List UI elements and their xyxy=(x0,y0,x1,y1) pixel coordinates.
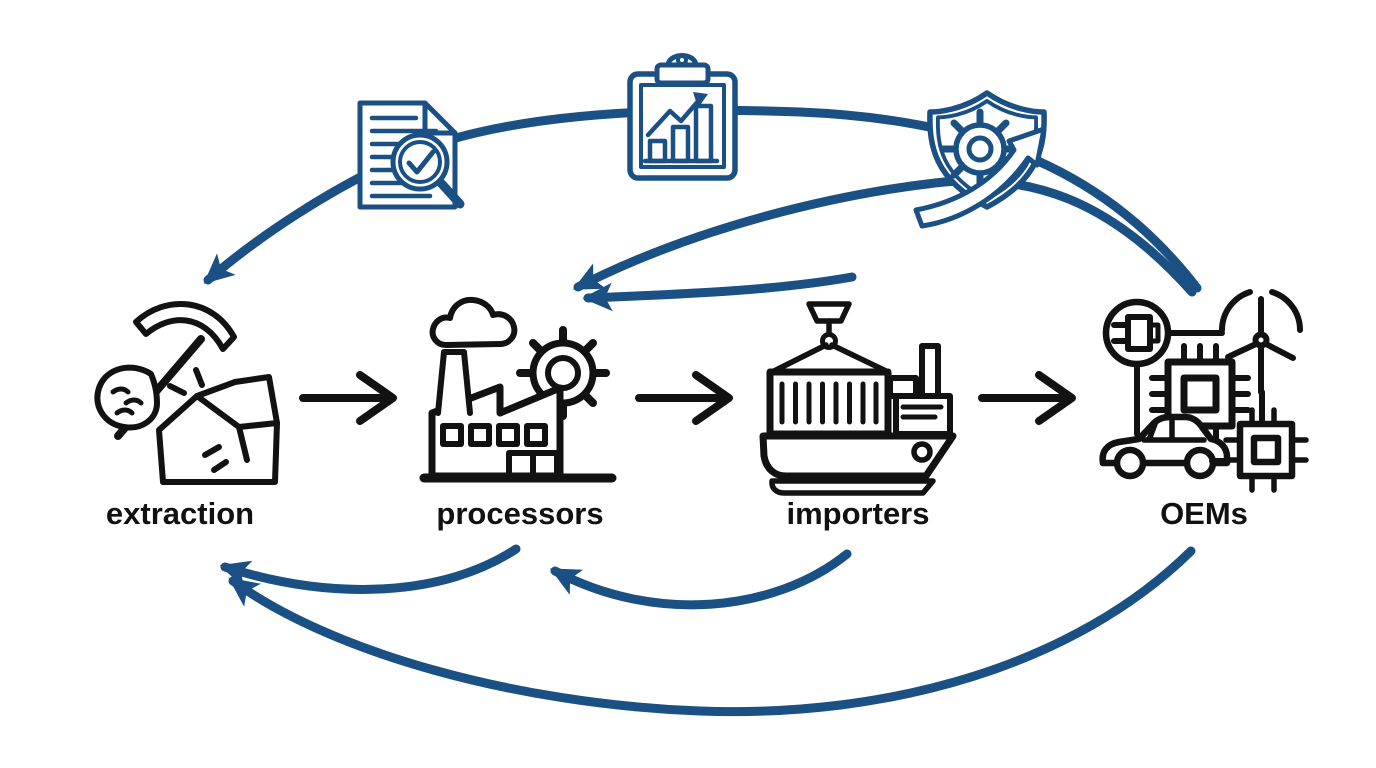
flow-arrow-extraction-processors xyxy=(299,371,397,425)
document-magnifier-check-icon xyxy=(357,100,465,210)
node-label-importers: importers xyxy=(786,496,930,531)
small-chip-icon xyxy=(1223,407,1309,493)
shield-gear-arrow-icon xyxy=(913,90,1047,229)
car-icon xyxy=(1099,413,1231,480)
feedback-arrow-importers-processors-top xyxy=(582,272,857,312)
flow-arrow-processors-importers xyxy=(635,371,733,425)
oem-products-icon xyxy=(1099,289,1309,493)
node-label-extraction: extraction xyxy=(105,496,255,531)
plug-icon xyxy=(1111,314,1161,352)
feedback-arrow-oems-processors-top xyxy=(572,176,1197,297)
feedback-arrow-processors-extraction-bottom xyxy=(219,544,521,594)
clipboard-bar-chart-icon xyxy=(627,53,738,181)
feedback-arrow-oems-extraction-bottom xyxy=(228,546,1196,717)
pickaxe-rock-icon xyxy=(94,301,280,485)
node-label-oems: OEMs xyxy=(1160,496,1248,531)
feedback-arrow-importers-processors-bottom xyxy=(549,549,852,610)
flow-arrow-importers-oems xyxy=(978,371,1076,425)
flow-arrows xyxy=(299,371,1076,425)
wind-turbine-icon xyxy=(1219,289,1303,395)
factory-gear-icon xyxy=(419,296,617,483)
node-label-processors: processors xyxy=(436,496,604,531)
container-ship-icon xyxy=(759,301,957,496)
